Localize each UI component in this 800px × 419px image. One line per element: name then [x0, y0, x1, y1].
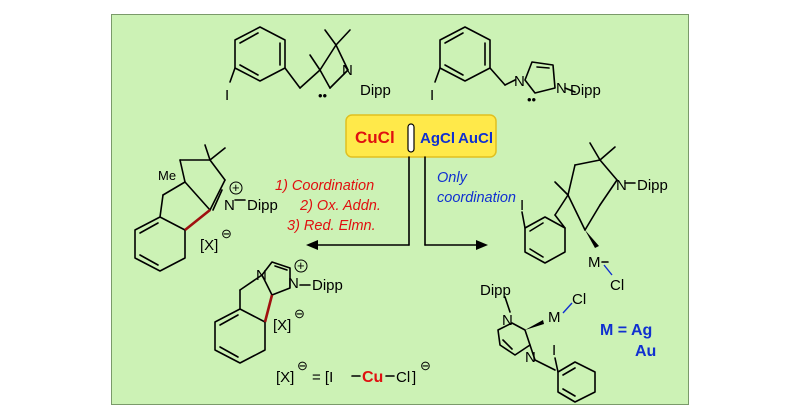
metal-definition-au: Au — [635, 343, 656, 360]
nitrogen-label-1: N — [342, 62, 353, 79]
nitrogen-label-6a: N — [502, 312, 513, 329]
cu-step-3: 3) Red. Elmn. — [287, 218, 376, 234]
anion-label-2: [X] — [273, 317, 291, 334]
carbene-dots-1: •• — [318, 88, 328, 103]
agcl-label: AgCl — [420, 130, 455, 147]
nhc-precursor — [434, 26, 576, 94]
caac-metal-complex — [521, 142, 636, 264]
separator-bar — [407, 123, 415, 153]
dipp-label-4: Dipp — [312, 277, 343, 294]
dipp-label-5: Dipp — [637, 177, 668, 194]
anion-label-1: [X] — [200, 237, 218, 254]
m-cl-bond-2 — [562, 302, 573, 314]
methyl-label-1: Me — [158, 168, 176, 183]
plus-label-1: + — [232, 180, 240, 195]
new-cc-bond-2 — [263, 294, 274, 323]
iodo-label-4: I — [552, 342, 556, 359]
metal-definition: M = Ag — [600, 322, 652, 339]
eq-bracket: ] — [412, 369, 416, 386]
wedge-bond-1 — [585, 230, 599, 248]
dipp-label-2: Dipp — [570, 82, 601, 99]
arrow-cu — [306, 156, 410, 250]
cucl-label: CuCl — [355, 128, 395, 147]
anion-charge-1: ⊖ — [221, 226, 232, 241]
cu-step-2: 2) Ox. Addn. — [299, 198, 381, 214]
new-cc-bond-1 — [184, 208, 211, 232]
cu-step-1: 1) Coordination — [275, 178, 374, 194]
nitrogen-label-5: N — [616, 177, 627, 194]
agau-step-2: coordination — [437, 190, 516, 206]
iodo-label-3: I — [520, 197, 524, 214]
metal-label-2: M — [548, 309, 561, 326]
dipp-label-3: Dipp — [247, 197, 278, 214]
metal-label-1: M — [588, 254, 601, 271]
eq-charge: ⊖ — [420, 358, 431, 373]
agau-step-1: Only — [437, 170, 468, 186]
nitrogen-label-6b: N — [525, 349, 536, 366]
plus-label-2: + — [297, 258, 305, 273]
caac-precursor — [229, 26, 351, 89]
anion-charge-2: ⊖ — [294, 306, 305, 321]
eq-cl: Cl — [396, 369, 410, 386]
nitrogen-label-2b: N — [556, 80, 567, 97]
caac-cyclized-product — [134, 144, 246, 272]
arrow-agau — [424, 156, 488, 250]
scheme-panel — [111, 14, 689, 405]
carbene-dots-2: •• — [527, 92, 537, 107]
eq-anion: [X] — [276, 369, 294, 386]
nitrogen-label-4a: N — [256, 267, 267, 284]
dipp-label-6: Dipp — [480, 282, 511, 299]
m-cl-bond-1 — [603, 264, 613, 276]
eq-equals: = [I — [312, 369, 333, 386]
nhc-cyclized-product — [214, 261, 311, 364]
plus-circle-2 — [294, 259, 308, 273]
iodo-label-2: I — [430, 87, 434, 104]
reagent-box — [345, 114, 497, 158]
chloride-label-2: Cl — [572, 291, 586, 308]
nitrogen-label-3: N — [224, 197, 235, 214]
eq-anion-charge: ⊖ — [297, 358, 308, 373]
nitrogen-label-2a: N — [514, 73, 525, 90]
nitrogen-label-4b: N — [288, 275, 299, 292]
aucl-label: AuCl — [458, 130, 493, 147]
eq-cu: Cu — [362, 369, 383, 386]
dipp-label-1: Dipp — [360, 82, 391, 99]
chloride-label-1: Cl — [610, 277, 624, 294]
wedge-bond-2 — [525, 320, 544, 330]
iodo-label-1: I — [225, 87, 229, 104]
plus-circle-1 — [229, 181, 243, 195]
